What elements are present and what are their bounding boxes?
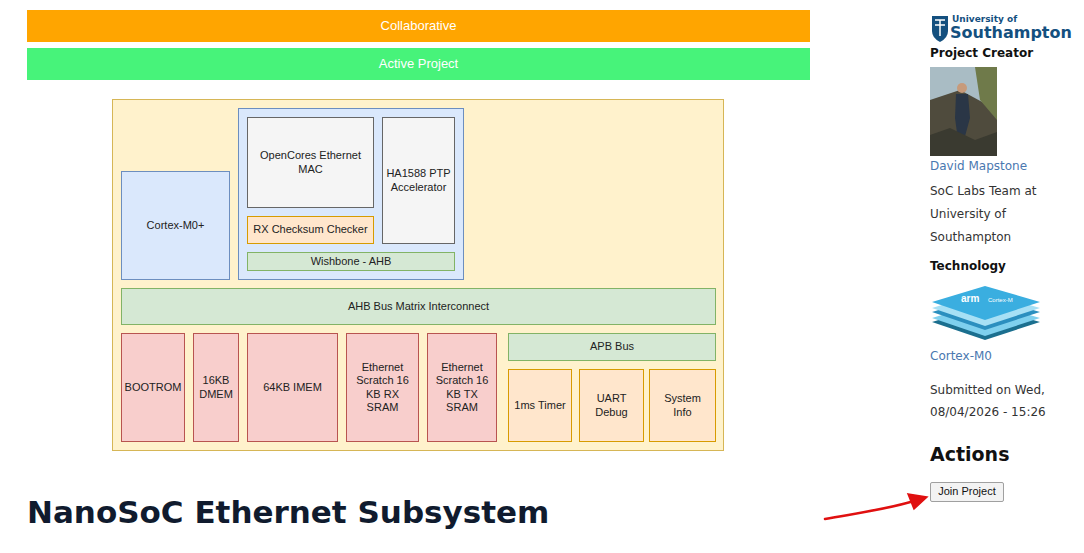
memory-block: 16KB DMEM	[193, 333, 239, 442]
creator-link: David Mapstone	[930, 159, 1027, 175]
photo-head	[957, 83, 967, 93]
status-band: Collaborative	[27, 10, 810, 42]
ip-block: HA1588 PTP Accelerator	[382, 117, 455, 244]
memory-block: Ethernet Scratch 16 KB TX SRAM	[427, 333, 497, 442]
node-text: Ethernet Scratch 16 KB TX SRAM	[431, 361, 493, 414]
bus-block: APB Bus	[508, 333, 716, 361]
status-band: Active Project	[27, 48, 810, 80]
memory-block: BOOTROM	[121, 333, 185, 442]
node-text: OpenCores Ethernet MAC	[252, 149, 369, 175]
node-text: Wishbone - AHB	[311, 255, 392, 268]
page-title: NanoSoC Ethernet Subsystem	[27, 494, 549, 530]
peripheral-block: 1ms Timer	[508, 369, 572, 442]
crest-detail	[935, 20, 945, 36]
node-text: System Info	[656, 392, 709, 418]
technology-link: Cortex-M0	[930, 349, 992, 365]
node-text: HA1588 PTP Accelerator	[386, 167, 451, 193]
icon-text: arm	[961, 294, 979, 304]
icon-text: Cortex-M	[988, 297, 1013, 303]
ip-block: RX Checksum Checker	[247, 216, 374, 244]
bus-bridge: Wishbone - AHB	[247, 252, 455, 271]
node-text: Ethernet Scratch 16 KB RX SRAM	[350, 361, 415, 414]
memory-block: 64KB IMEM	[247, 333, 338, 442]
ip-block: OpenCores Ethernet MAC	[247, 117, 374, 208]
arm-cortex-m-icon	[932, 286, 1040, 340]
annotation-arrow	[825, 494, 927, 519]
node-text: RX Checksum Checker	[253, 223, 367, 236]
creator-affiliation: SoC Labs Team at University of Southampt…	[930, 180, 1042, 248]
university-crest	[932, 16, 948, 42]
creator-photo	[930, 67, 997, 156]
action-button: Join Project	[930, 482, 1004, 502]
section-heading: Technology	[930, 259, 1006, 275]
node-text: APB Bus	[590, 340, 634, 353]
node-text: Join Project	[938, 485, 995, 498]
photo-sky	[930, 67, 997, 156]
section-heading: Actions	[930, 442, 1009, 467]
submission-date: Submitted on Wed, 08/04/2026 - 15:26	[930, 380, 1065, 423]
node-text: 1ms Timer	[514, 399, 565, 412]
arrow-head	[908, 494, 927, 509]
node-text: 64KB IMEM	[263, 381, 322, 394]
soc-boundary	[113, 100, 724, 451]
photo-foliage	[975, 67, 997, 120]
bus-interconnect: AHB Bus Matrix Interconnect	[121, 288, 716, 325]
node-text: BOOTROM	[125, 381, 182, 394]
node-text: UART Debug	[584, 392, 639, 418]
ethernet-subsystem-box	[239, 109, 464, 280]
logo-text: Southampton	[950, 24, 1072, 42]
node-text: Cortex-M0+	[147, 219, 205, 232]
photo-foreground	[930, 128, 997, 156]
memory-block: Ethernet Scratch 16 KB RX SRAM	[346, 333, 419, 442]
node-text: 16KB DMEM	[197, 374, 235, 400]
peripheral-block: System Info	[649, 369, 716, 442]
node-text: Active Project	[379, 56, 458, 72]
peripheral-block: UART Debug	[579, 369, 644, 442]
icon-layer	[932, 286, 1040, 320]
node-text: Collaborative	[381, 18, 457, 34]
section-heading: Project Creator	[930, 46, 1033, 62]
arrow-shaft	[825, 501, 914, 519]
node-text: AHB Bus Matrix Interconnect	[348, 300, 489, 313]
cpu-block: Cortex-M0+	[121, 171, 230, 280]
